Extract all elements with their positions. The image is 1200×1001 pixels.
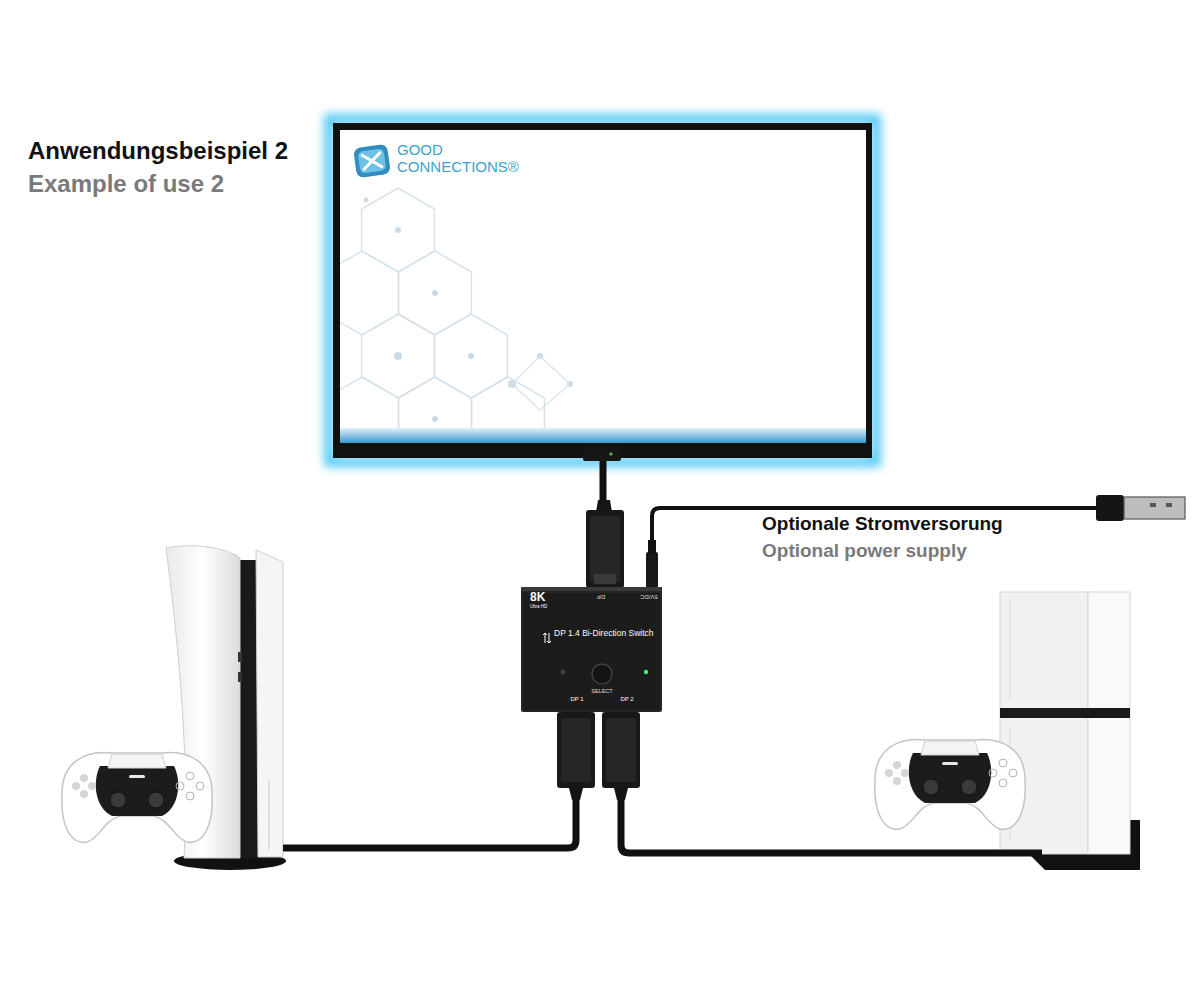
- power-cable: [652, 508, 1100, 588]
- monitor: GOOD CONNECTIONS®: [333, 123, 872, 458]
- badge-subtext: Ultra HD: [530, 604, 547, 609]
- port-label: DP 1: [570, 696, 583, 703]
- dp-plug-top: [590, 516, 620, 582]
- usb-plug: [1166, 503, 1172, 507]
- hexagon-pattern: [340, 251, 398, 335]
- device-name: DP 1.4 Bi-Direction Switch: [554, 629, 654, 639]
- hexagon-pattern: [395, 227, 401, 233]
- switch-direction-icon: [543, 633, 547, 643]
- subtitle: Example of use 2: [28, 170, 224, 198]
- power-note: Optionale Stromversorung: [762, 513, 1003, 535]
- resolution-badge: 8K: [530, 591, 545, 605]
- dp-plug-right: [614, 788, 628, 800]
- dp-plug-left: [569, 788, 583, 800]
- usb-plug: [1096, 495, 1185, 521]
- hexagon-pattern: [399, 251, 472, 335]
- status-led: [644, 670, 648, 674]
- dp-plug-left: [557, 712, 595, 800]
- game-console-left: [269, 780, 270, 850]
- select-button: [592, 664, 612, 684]
- usb-plug: [1124, 497, 1185, 519]
- hexagon-pattern: [468, 353, 474, 359]
- hexagon-pattern: [432, 290, 438, 296]
- monitor-screen: [340, 130, 866, 443]
- dp-plug-right: [602, 712, 640, 800]
- brand-logo-icon: [358, 148, 387, 173]
- port-label: DP 2: [620, 696, 633, 703]
- dp-plug-left: [561, 718, 591, 782]
- game-console-left: [256, 550, 283, 857]
- brand-logo-icon: [362, 153, 382, 169]
- game-console-right: [1000, 708, 1130, 718]
- port-label: DP: [597, 593, 605, 600]
- game-controller-left: [62, 753, 212, 843]
- dp-cable-left: [283, 788, 576, 848]
- game-controller-right: [875, 740, 1025, 830]
- dp-plug-top: [586, 500, 624, 588]
- game-console-right: [1088, 592, 1130, 854]
- game-console-right: [1010, 600, 1011, 700]
- dp-plug-right: [606, 718, 636, 782]
- hexagon-pattern: [512, 356, 570, 410]
- game-console-left: [238, 672, 242, 682]
- brand-logo-text: GOOD CONNECTIONS®: [397, 142, 521, 176]
- monitor-stand: [583, 447, 621, 461]
- brand-logo-icon: [353, 144, 391, 178]
- switch-direction-icon: [543, 633, 551, 643]
- hexagon-pattern: [364, 198, 369, 203]
- usb-plug: [1150, 503, 1156, 507]
- hexagon-pattern: [364, 198, 574, 423]
- game-controller-right: [875, 740, 1025, 830]
- hexagon-pattern: [435, 314, 508, 398]
- hexagon-pattern: [340, 188, 866, 443]
- port-label: 5V/DC: [640, 593, 658, 600]
- usb-plug: [1096, 495, 1124, 521]
- game-console-left: [238, 652, 242, 662]
- power-note: Optional power supply: [762, 540, 967, 562]
- dp-cable-right: [621, 788, 1042, 853]
- switch-housing: [522, 592, 661, 711]
- monitor-glow: [329, 119, 876, 462]
- dp-switch: 8KUltra HD DP 5V/DC DP 1.4 Bi-Direction Swi…: [521, 587, 662, 712]
- monitor-stand: [583, 447, 621, 461]
- power-jack: [646, 540, 658, 588]
- status-led: [561, 670, 565, 674]
- hexagon-pattern: [432, 416, 438, 422]
- power-jack: [648, 540, 656, 554]
- game-console-right: [995, 592, 1140, 870]
- game-controller-left: [62, 753, 212, 843]
- hexagon-pattern: [362, 188, 435, 272]
- monitor-frame: [333, 123, 872, 458]
- monitor-stand: [609, 452, 612, 455]
- hexagon-pattern: [340, 428, 866, 443]
- hexagon-pattern: [362, 314, 435, 398]
- dp-plug-right: [602, 712, 640, 788]
- dp-plug-top: [586, 510, 624, 588]
- hexagon-pattern: [394, 352, 402, 360]
- button-label: SELECT: [591, 688, 612, 694]
- switch-direction-icon: [547, 633, 551, 643]
- switch-housing: [521, 587, 662, 712]
- diagram-title: Anwendungsbeispiel 2: [28, 137, 288, 165]
- dp-plug-top: [594, 574, 616, 584]
- brand-logo-icon: [353, 144, 391, 178]
- switch-housing: [521, 587, 662, 712]
- dp-plug-left: [557, 712, 595, 788]
- power-jack: [646, 552, 658, 588]
